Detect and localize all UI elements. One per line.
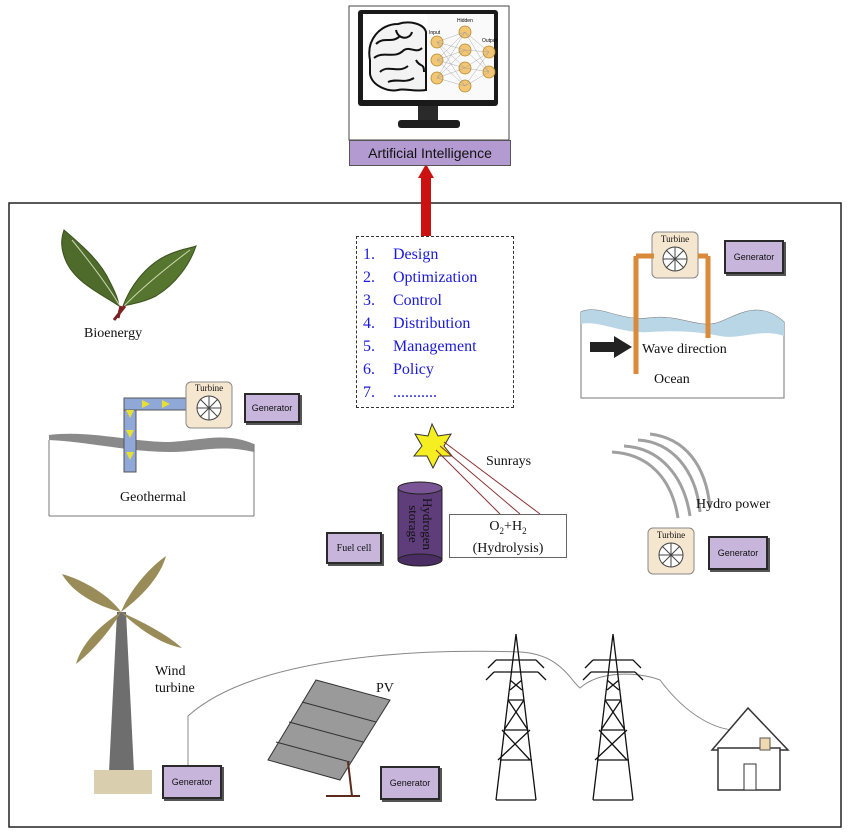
task-item: 2.Optimization bbox=[363, 269, 478, 286]
hydrolysis-box: O2+H2 (Hydrolysis) bbox=[449, 514, 567, 558]
hydro-power-label: Hydro power bbox=[696, 497, 771, 512]
hydrogen-storage-cylinder bbox=[397, 481, 443, 567]
hydro-generator-box: Generator bbox=[708, 536, 768, 570]
nn-hidden-label: Hidden bbox=[457, 18, 473, 24]
geothermal-label: Geothermal bbox=[120, 490, 187, 505]
ocean-generator-box: Generator bbox=[724, 240, 784, 274]
wind-turbine-label-line2: turbine bbox=[155, 681, 195, 696]
ai-label: Artificial Intelligence bbox=[349, 140, 511, 166]
pv-generator-box: Generator bbox=[380, 766, 440, 800]
bioenergy-label: Bioenergy bbox=[84, 326, 143, 341]
bioenergy-leaves-icon bbox=[61, 229, 197, 321]
turbine-label: Turbine bbox=[656, 530, 686, 540]
ocean-scene bbox=[580, 253, 785, 399]
task-item: 7............ bbox=[363, 384, 437, 401]
sunrays-label: Sunrays bbox=[486, 454, 532, 469]
sun-icon bbox=[412, 422, 454, 470]
nn-output-label: Output bbox=[482, 38, 498, 44]
task-item: 3.Control bbox=[363, 292, 442, 309]
pv-label: PV bbox=[376, 681, 394, 696]
hydro-water-arcs bbox=[611, 432, 712, 519]
sunrays-lines bbox=[435, 441, 541, 515]
wind-turbine-icon bbox=[62, 556, 182, 794]
task-item: 5.Management bbox=[363, 338, 477, 355]
nn-input-label: Input bbox=[429, 30, 441, 36]
wind-turbine-label-line1: Wind bbox=[155, 664, 186, 679]
wave-direction-label: Wave direction bbox=[642, 342, 727, 357]
geothermal-generator-box: Generator bbox=[244, 393, 300, 423]
task-item: 1.Design bbox=[363, 246, 439, 263]
ai-applications-list: 1.Design 2.Optimization 3.Control 4.Dist… bbox=[356, 236, 514, 408]
transmission-tower-icon bbox=[485, 633, 547, 801]
geothermal-scene bbox=[48, 397, 255, 517]
ocean-label: Ocean bbox=[654, 372, 690, 387]
ai-monitor: Input Hidden Output bbox=[348, 5, 510, 141]
ai-link-arrow bbox=[418, 164, 434, 236]
geothermal-turbine-icon bbox=[185, 381, 233, 429]
power-line-wire bbox=[162, 650, 737, 779]
turbine-label: Turbine bbox=[194, 383, 224, 393]
pv-panel-icon bbox=[267, 679, 391, 797]
task-item: 4.Distribution bbox=[363, 315, 471, 332]
task-item: 6.Policy bbox=[363, 361, 434, 378]
transmission-tower-icon bbox=[582, 633, 644, 801]
house-icon bbox=[710, 706, 790, 791]
fuel-cell-box: Fuel cell bbox=[326, 532, 382, 564]
hydro-turbine-icon bbox=[647, 527, 695, 575]
turbine-label: Turbine bbox=[660, 234, 690, 244]
wind-generator-box: Generator bbox=[162, 765, 222, 799]
